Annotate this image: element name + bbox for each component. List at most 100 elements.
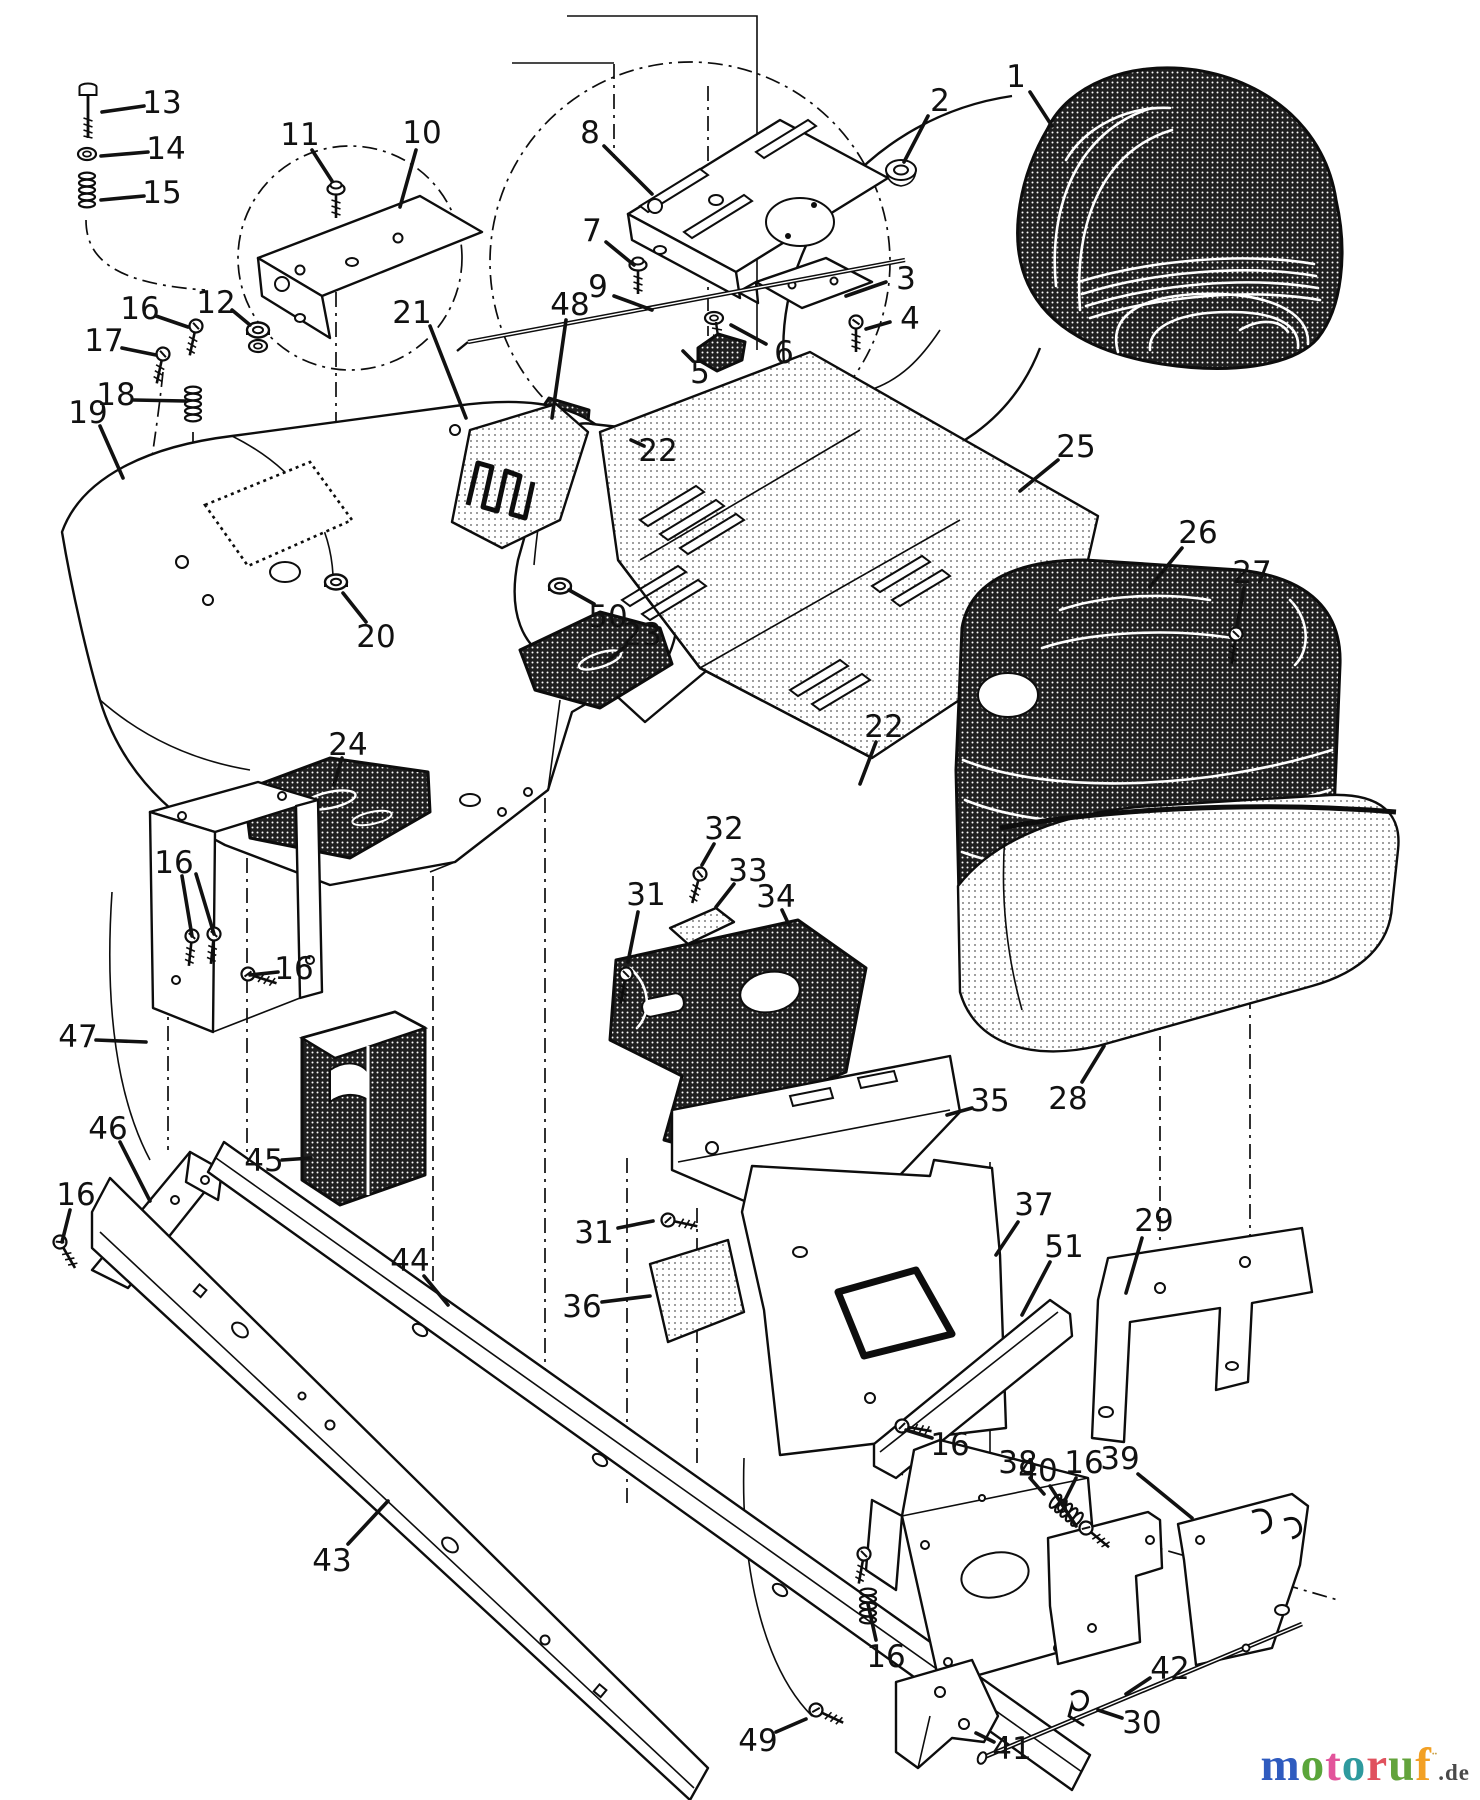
- part-rod-42: [976, 1621, 1303, 1765]
- callout-leader-41: [974, 1731, 996, 1744]
- callout-label-16: 16: [866, 1639, 905, 1675]
- callout-leader-39: [1136, 1472, 1194, 1520]
- callout-label-30: 30: [1122, 1705, 1161, 1741]
- callout-label-25: 25: [1056, 429, 1095, 465]
- screw-16c-icon: [238, 964, 280, 991]
- callout-leader-36: [600, 1294, 652, 1304]
- callout-label-39: 39: [1100, 1441, 1139, 1477]
- callout-leader-51: [1020, 1260, 1052, 1317]
- logo-letter: o: [1300, 1739, 1326, 1791]
- callout-leader-12: [230, 308, 252, 327]
- part-bracket-29: [1090, 1226, 1314, 1444]
- spring-18-icon: [183, 385, 203, 423]
- callout-label-22: 22: [864, 709, 903, 745]
- callout-leader-32: [700, 842, 716, 867]
- callout-label-44: 44: [390, 1243, 429, 1279]
- callout-label-31: 31: [626, 877, 665, 913]
- callout-label-50: 50: [588, 599, 627, 635]
- callout-label-20: 20: [356, 619, 395, 655]
- callout-leader-8: [602, 144, 654, 196]
- callout-label-45: 45: [244, 1143, 283, 1179]
- callout-leader-31: [626, 910, 640, 964]
- screw-17-icon: [149, 344, 173, 386]
- nut-20-icon: [323, 573, 349, 591]
- callout-leader-46: [118, 1140, 152, 1203]
- callout-label-11: 11: [280, 117, 319, 153]
- screw-49-icon: [806, 1700, 848, 1730]
- spring-15-icon: [77, 171, 97, 209]
- logo-letter: t: [1325, 1739, 1342, 1791]
- screw-4-icon: [848, 314, 864, 354]
- callout-leader-1: [1028, 90, 1054, 128]
- callout-leader-29: [1124, 1236, 1144, 1295]
- callout-leader-38: [1028, 1476, 1046, 1496]
- logo-letter: u: [1388, 1739, 1416, 1791]
- callout-label-47: 47: [58, 1019, 97, 1055]
- callout-leader-10: [398, 148, 418, 209]
- part-footpad-24: [242, 756, 432, 860]
- callout-leader-35: [945, 1106, 974, 1117]
- callout-leader-9: [612, 294, 654, 312]
- callout-label-23: 23: [622, 617, 661, 653]
- callout-label-33: 33: [728, 853, 767, 889]
- callout-label-16: 16: [930, 1427, 969, 1463]
- callout-leader-50: [567, 588, 596, 606]
- part-bracket-39: [1176, 1492, 1310, 1667]
- callout-leader-40: [1048, 1484, 1078, 1528]
- callout-leader-31: [616, 1219, 655, 1230]
- part-fuel-cap: [885, 159, 917, 187]
- callout-leader-16: [194, 872, 216, 936]
- callout-label-28: 28: [1048, 1081, 1087, 1117]
- callout-label-31: 31: [574, 1215, 613, 1251]
- washer-12-icon: [247, 338, 269, 354]
- callout-label-29: 29: [1134, 1203, 1173, 1239]
- callout-label-36: 36: [562, 1289, 601, 1325]
- callout-leader-22: [629, 438, 646, 448]
- callout-leader-45: [280, 1156, 313, 1162]
- callout-label-4: 4: [900, 301, 920, 337]
- logo-letter: m: [1260, 1739, 1301, 1791]
- callout-label-22: 22: [638, 433, 677, 469]
- callout-leader-27: [1235, 586, 1246, 628]
- callout-label-35: 35: [970, 1083, 1009, 1119]
- screw-16d-icon: [49, 1231, 82, 1273]
- callout-label-17: 17: [84, 323, 123, 359]
- screw-11-icon: [326, 180, 346, 220]
- callout-label-16: 16: [56, 1177, 95, 1213]
- callout-leader-5: [681, 349, 695, 363]
- callout-label-26: 26: [1178, 515, 1217, 551]
- callout-leader-19: [98, 424, 125, 480]
- callout-label-9: 9: [588, 269, 608, 305]
- callout-leader-13: [100, 104, 146, 114]
- callout-label-41: 41: [992, 1731, 1031, 1767]
- callout-label-2: 2: [930, 83, 950, 119]
- screw-32-icon: [684, 864, 710, 906]
- callout-label-38: 38: [998, 1445, 1037, 1481]
- callout-label-18: 18: [96, 377, 135, 413]
- logo-letter: f: [1415, 1739, 1432, 1791]
- callout-leader-14: [99, 150, 150, 158]
- callout-label-5: 5: [690, 355, 710, 391]
- part-bracket-41: [894, 1658, 1000, 1770]
- part-seat-plate: [626, 118, 890, 300]
- callout-leader-7: [604, 240, 636, 267]
- callout-leader-48: [550, 318, 568, 420]
- part-bracket-40: [1046, 1510, 1164, 1666]
- callout-leader-2: [902, 114, 930, 164]
- part-battery-box-45: [299, 1010, 429, 1207]
- callout-label-16: 16: [154, 845, 193, 881]
- callout-label-21: 21: [392, 295, 431, 331]
- callout-leader-28: [1080, 1044, 1106, 1084]
- callout-label-46: 46: [88, 1111, 127, 1147]
- callout-leader-33: [714, 882, 736, 909]
- callout-layer: 1234567891011121314151617181920212222232…: [56, 59, 1271, 1767]
- callout-leader-25: [1018, 458, 1060, 493]
- callout-leader-16: [904, 1428, 934, 1440]
- callout-leader-30: [1096, 1708, 1124, 1720]
- part-trim-21: [450, 402, 590, 550]
- motoruf-logo[interactable]: motoruf¨.de: [1260, 1738, 1470, 1792]
- callout-leader-44: [422, 1274, 450, 1307]
- part-seat: [1016, 66, 1344, 370]
- part-footpad-23: [518, 610, 674, 710]
- callout-label-49: 49: [738, 1723, 777, 1759]
